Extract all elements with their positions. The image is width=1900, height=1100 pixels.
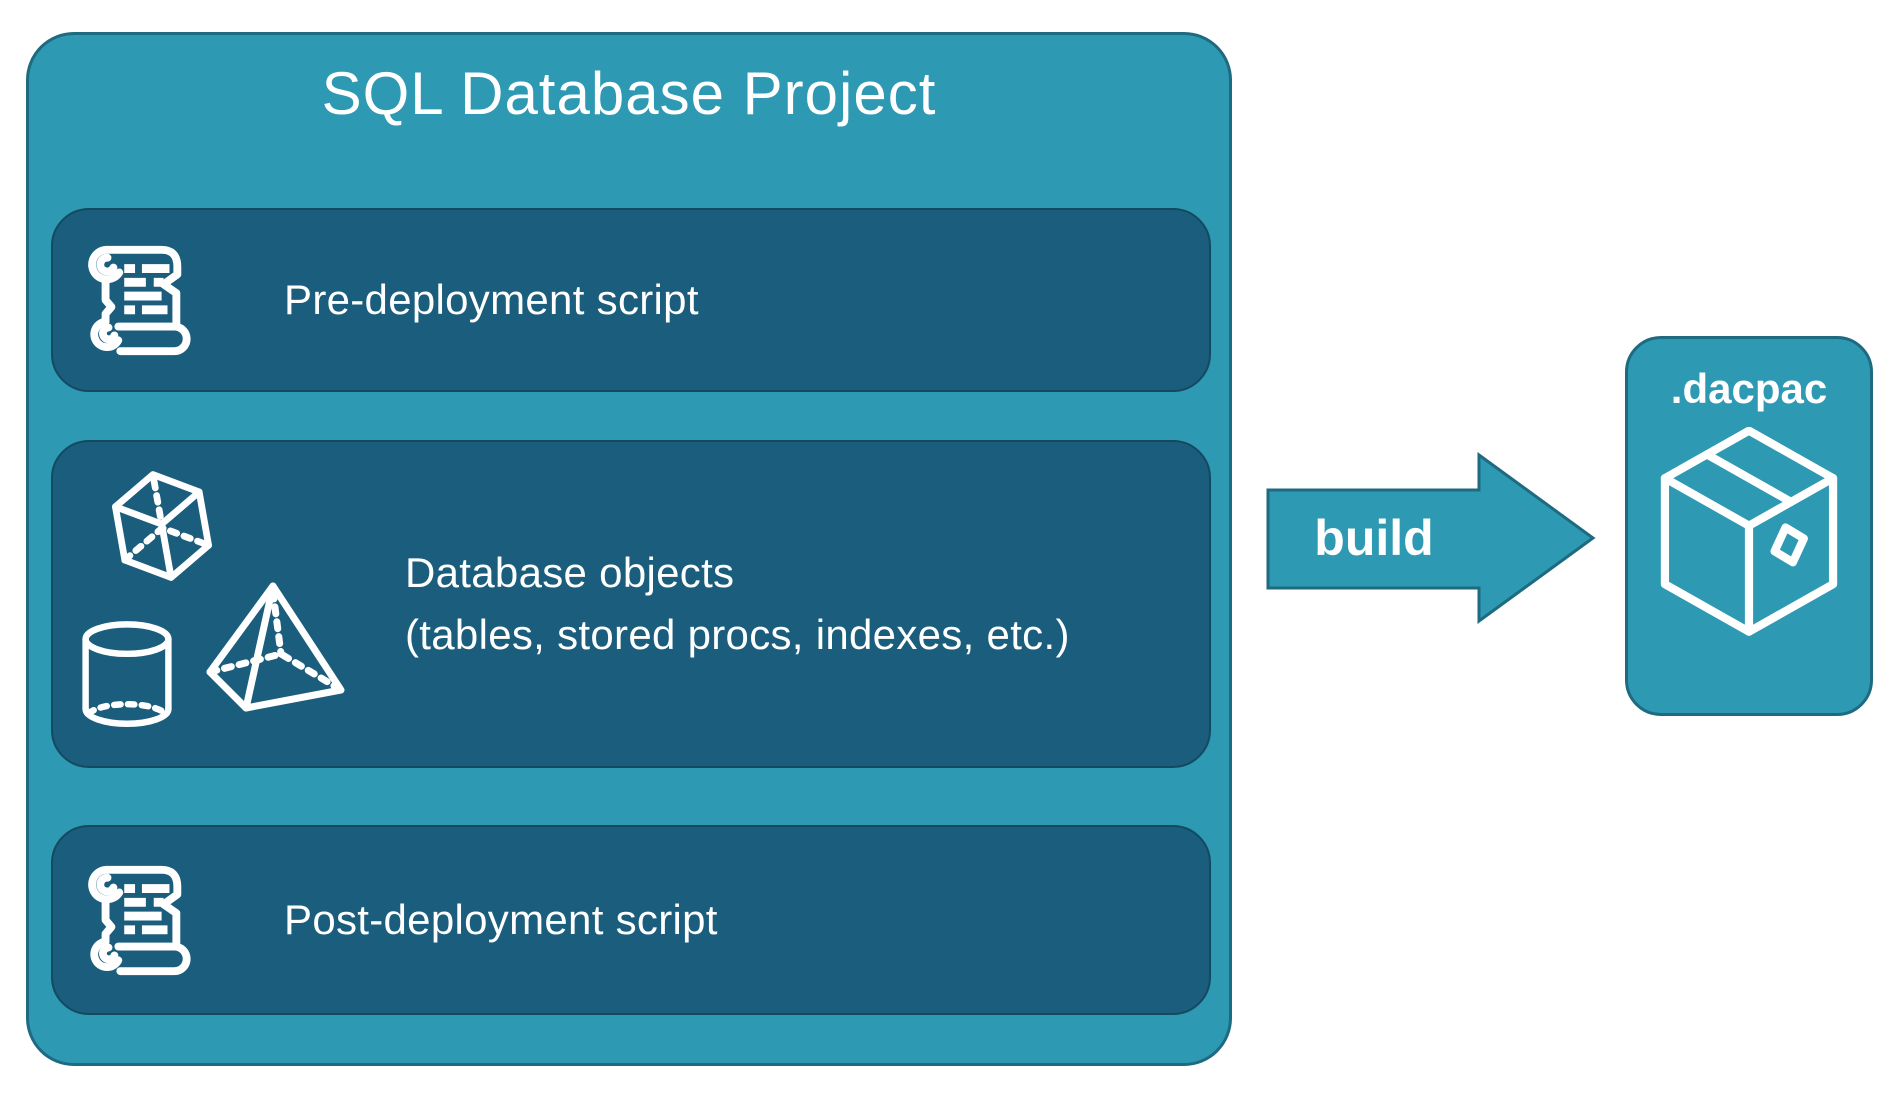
scroll-icon — [88, 865, 191, 976]
sql-project-container: SQL Database Project — [26, 32, 1232, 1066]
database-objects-card: Database objects (tables, stored procs, … — [51, 440, 1211, 768]
package-icon — [1660, 427, 1838, 636]
build-arrow-label: build — [1314, 510, 1434, 566]
dacpac-label: .dacpac — [1670, 365, 1828, 412]
pre-deployment-card: Pre-deployment script — [51, 208, 1211, 392]
card-label-line2: (tables, stored procs, indexes, etc.) — [405, 611, 1070, 658]
cube-icon — [112, 471, 212, 581]
project-title: SQL Database Project — [321, 60, 937, 127]
card-label-line1: Database objects — [405, 549, 735, 596]
scroll-icon — [88, 245, 191, 356]
build-arrow-icon — [1266, 452, 1596, 624]
card-label: Pre-deployment script — [284, 276, 699, 323]
card-label: Post-deployment script — [284, 896, 718, 943]
cylinder-icon — [82, 621, 172, 727]
post-deployment-card: Post-deployment script — [51, 825, 1211, 1015]
card-label: Database objects (tables, stored procs, … — [405, 542, 1070, 666]
pyramid-icon — [206, 582, 345, 712]
dacpac-box: .dacpac — [1625, 336, 1873, 716]
